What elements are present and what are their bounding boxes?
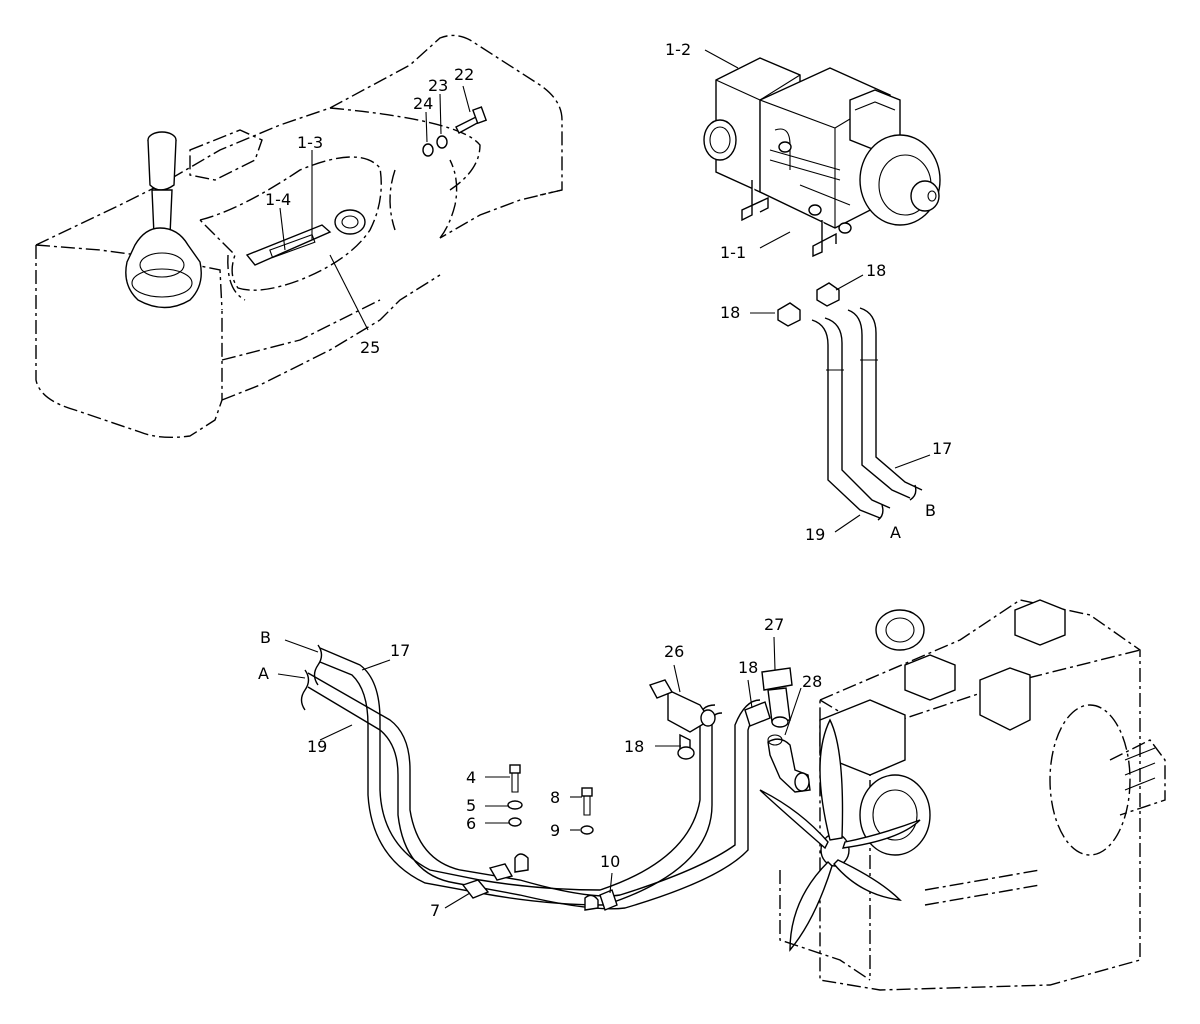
pump-assembly <box>703 57 941 521</box>
callout-19-top: 19 <box>805 525 825 544</box>
callout-1-4: 1-4 <box>265 190 291 209</box>
callout-23: 23 <box>428 76 448 95</box>
callout-10: 10 <box>600 852 620 871</box>
callout-18-mid-left: 18 <box>624 737 644 756</box>
callout-18-top-left: 18 <box>720 303 740 322</box>
callout-a-top: A <box>890 523 901 542</box>
leader-lines <box>277 49 931 909</box>
callout-18-top-right: 18 <box>866 261 886 280</box>
callout-b-bottom: B <box>260 628 271 647</box>
callout-27: 27 <box>764 615 784 634</box>
callout-6: 6 <box>466 814 476 833</box>
cooling-fan <box>759 718 921 952</box>
callout-18-mid-right: 18 <box>738 658 758 677</box>
callout-19-bottom: 19 <box>307 737 327 756</box>
callout-1-1: 1-1 <box>720 243 746 262</box>
callout-24: 24 <box>413 94 433 113</box>
engine <box>759 599 1166 991</box>
callout-25: 25 <box>360 338 380 357</box>
callout-5: 5 <box>466 796 476 815</box>
callout-a-bottom: A <box>258 664 269 683</box>
callout-22: 22 <box>454 65 474 84</box>
callout-b-top: B <box>925 501 936 520</box>
callout-4: 4 <box>466 768 476 787</box>
callout-1-3: 1-3 <box>297 133 323 152</box>
hose-routing <box>300 644 811 911</box>
control-console <box>35 34 563 439</box>
callout-7: 7 <box>430 901 440 920</box>
callout-28: 28 <box>802 672 822 691</box>
callout-17-bottom: 17 <box>390 641 410 660</box>
callout-26: 26 <box>664 642 684 661</box>
callout-17-top: 17 <box>932 439 952 458</box>
callout-labels: 1-2 1-3 1-4 1-1 24 23 22 25 18 18 17 19 … <box>258 40 952 920</box>
callout-8: 8 <box>550 788 560 807</box>
callout-1-2: 1-2 <box>665 40 691 59</box>
callout-9: 9 <box>550 821 560 840</box>
